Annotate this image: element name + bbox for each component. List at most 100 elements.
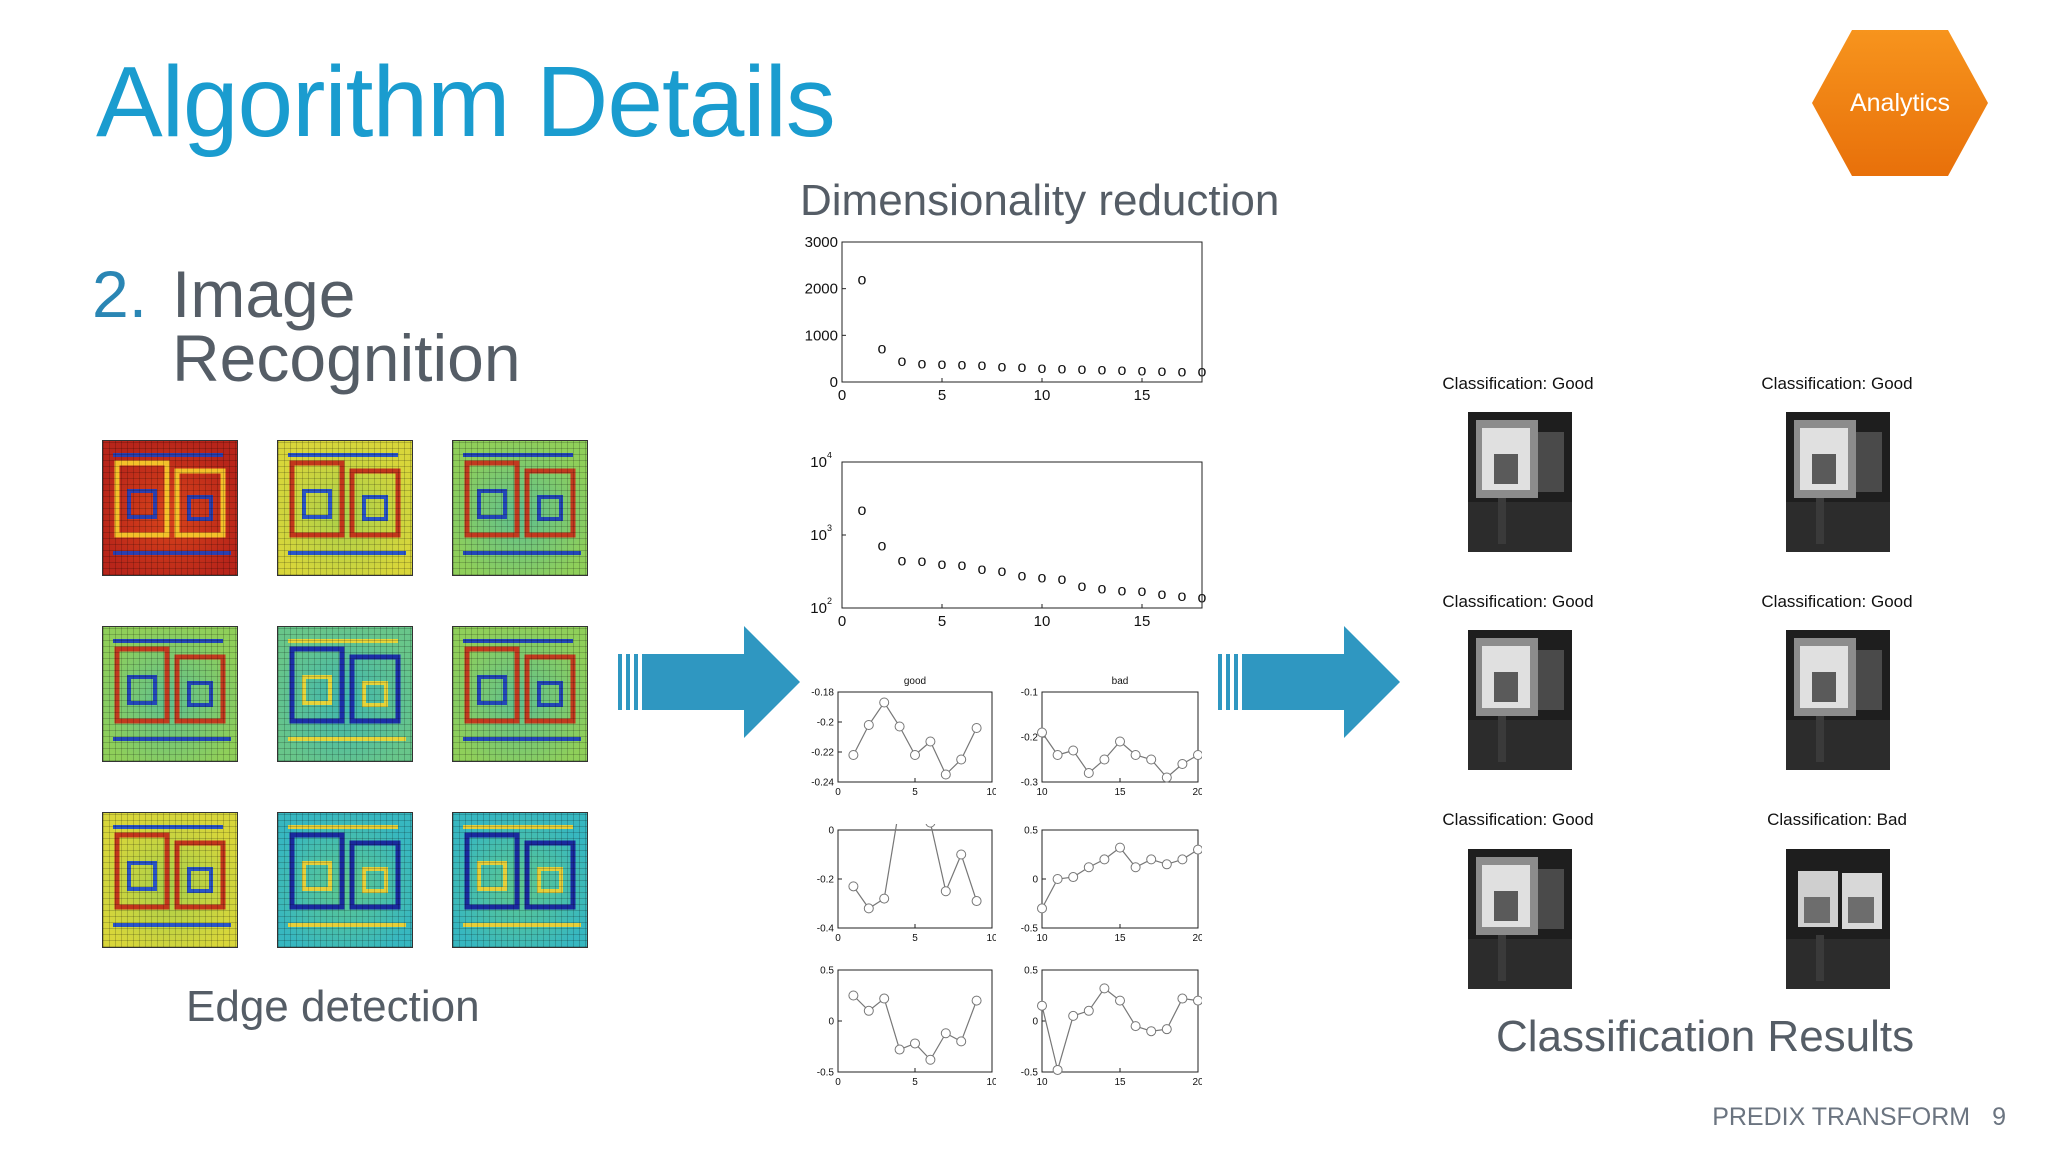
data-point — [1068, 745, 1079, 756]
x-tick-label: 10 — [1036, 1077, 1048, 1086]
data-point — [1068, 1010, 1079, 1021]
data-point — [1115, 736, 1125, 747]
y-tick-label: -0.2 — [817, 874, 835, 885]
series-line — [1041, 846, 1199, 909]
data-point — [1115, 995, 1125, 1006]
chart-title: good — [904, 676, 926, 687]
data-point — [925, 824, 936, 828]
data-point — [879, 993, 890, 1004]
data-point — [1130, 750, 1141, 760]
y-tick-label: 3000 — [805, 236, 838, 251]
data-point: o — [998, 563, 1007, 580]
data-point: o — [1038, 360, 1047, 377]
data-point — [848, 990, 859, 1001]
data-point: o — [978, 561, 987, 578]
edge-heatmap-tile — [102, 812, 238, 948]
classification-label: Classification: Bad — [1767, 810, 1907, 829]
data-point — [848, 881, 859, 892]
data-point — [879, 893, 890, 904]
x-tick-label: 0 — [838, 613, 846, 630]
arrow-right-icon — [618, 626, 800, 738]
data-point: o — [938, 556, 947, 573]
x-tick-label: 15 — [1114, 933, 1126, 942]
x-tick-label: 5 — [938, 613, 946, 630]
data-point: o — [918, 355, 927, 372]
data-point — [940, 769, 951, 780]
badge-label: Analytics — [1849, 88, 1951, 117]
data-point — [1161, 772, 1172, 783]
data-point: o — [1038, 570, 1047, 587]
plot-frame — [841, 241, 1203, 383]
y-tick-label: 0.5 — [820, 965, 834, 976]
classification-label: Classification: Good — [1442, 374, 1594, 393]
y-tick-label: 0 — [830, 374, 838, 391]
data-point: o — [1018, 567, 1027, 584]
x-tick-label: 20 — [1192, 1077, 1202, 1086]
data-point: o — [1058, 571, 1067, 588]
data-point — [956, 754, 967, 765]
x-tick-label: 10 — [986, 1077, 996, 1086]
x-tick-label: 15 — [1114, 787, 1126, 796]
data-point — [1161, 859, 1172, 870]
y-tick-label: -0.2 — [817, 717, 835, 728]
data-point — [863, 720, 874, 730]
data-point — [1130, 862, 1141, 873]
y-tick-label: 0.5 — [1024, 825, 1038, 836]
y-tick-label: 0 — [828, 825, 834, 836]
data-point: o — [878, 537, 887, 554]
data-point — [925, 736, 936, 747]
x-tick-label: 10 — [1036, 933, 1048, 942]
classification-label: Classification: Good — [1761, 374, 1913, 393]
classified-image-thumbnail — [1786, 630, 1890, 770]
data-point: o — [918, 553, 927, 570]
data-point — [1161, 1024, 1172, 1035]
classified-image-thumbnail — [1468, 412, 1572, 552]
data-point — [1068, 872, 1079, 883]
data-point: o — [1158, 363, 1167, 380]
data-point: o — [1018, 359, 1027, 376]
data-point — [925, 1054, 936, 1065]
y-tick-label: -0.3 — [1021, 777, 1039, 788]
x-tick-label: 0 — [835, 933, 841, 942]
data-point: o — [1138, 362, 1147, 379]
y-tick-label: 102 — [810, 596, 832, 617]
x-tick-label: 20 — [1192, 933, 1202, 942]
plot-frame — [837, 691, 993, 783]
data-point: o — [1178, 588, 1187, 605]
data-point: o — [898, 552, 907, 569]
data-point: o — [938, 356, 947, 373]
x-tick-label: 10 — [986, 933, 996, 942]
classification-label: Classification: Good — [1761, 592, 1913, 611]
data-point — [910, 750, 920, 760]
x-tick-label: 5 — [912, 1077, 918, 1086]
data-point — [1177, 759, 1188, 769]
data-point — [894, 1044, 905, 1055]
series-line — [852, 995, 978, 1061]
analytics-badge: Analytics — [1810, 28, 1990, 178]
y-tick-label: 0 — [828, 1016, 834, 1027]
edge-heatmap-tile — [102, 626, 238, 762]
y-tick-label: 0 — [1032, 874, 1038, 885]
data-point: o — [898, 353, 907, 370]
footer-brand: PREDIX TRANSFORM — [1712, 1103, 1971, 1131]
data-point — [971, 995, 982, 1006]
data-point: o — [1098, 361, 1107, 378]
data-point — [879, 697, 890, 708]
y-tick-label: -0.18 — [811, 687, 834, 698]
data-point — [1052, 1064, 1063, 1075]
data-point: o — [1198, 589, 1207, 606]
data-point — [956, 849, 967, 860]
data-point — [1146, 1026, 1157, 1037]
x-tick-label: 0 — [838, 387, 846, 404]
data-point — [1099, 983, 1110, 994]
data-point: o — [1058, 360, 1067, 377]
x-tick-label: 10 — [1036, 787, 1048, 796]
edge-heatmap-tile — [452, 440, 588, 576]
data-point — [1193, 750, 1202, 760]
y-tick-label: -0.4 — [817, 923, 835, 934]
y-tick-label: 104 — [810, 452, 832, 471]
